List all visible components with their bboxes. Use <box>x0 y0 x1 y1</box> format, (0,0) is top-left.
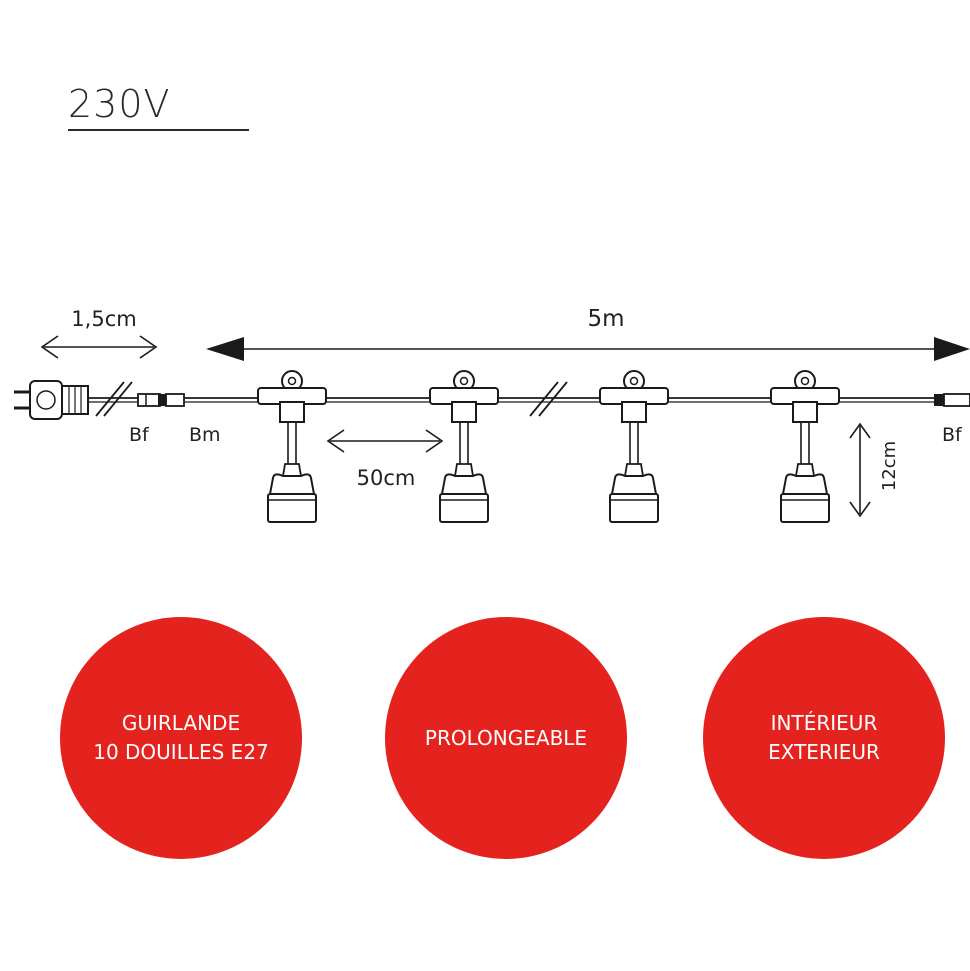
plug-length-arrow <box>40 335 158 359</box>
total-length-arrow <box>206 337 970 361</box>
badge-interieur-line1: INTÉRIEUR <box>770 711 878 735</box>
connector-label-bf-right: Bf <box>942 424 963 446</box>
drop-height-label: 12cm <box>879 441 900 491</box>
voltage-underline <box>68 129 249 131</box>
female-connector-left <box>137 393 166 407</box>
cable-break-middle <box>529 381 568 417</box>
badge-prolongeable: PROLONGEABLE <box>385 617 627 859</box>
socket-3 <box>599 370 669 523</box>
badge-interieur-exterieur: INTÉRIEUR EXTERIEUR <box>703 617 945 859</box>
badge-prolongeable-line1: PROLONGEABLE <box>424 725 588 750</box>
socket-1 <box>257 370 327 523</box>
connector-label-bf-left: Bf <box>129 424 150 446</box>
connector-label-bm: Bm <box>189 424 221 446</box>
cable-break-left <box>95 381 133 417</box>
badge-guirlande-line2: 10 DOUILLES E27 <box>93 740 269 764</box>
string-light-diagram: 1,5cm 5m 50cm 12cm Bf Bm Bf <box>14 306 970 523</box>
spacing-label: 50cm <box>357 466 416 490</box>
drop-height-arrow <box>849 422 871 518</box>
socket-4 <box>770 370 840 523</box>
spacing-arrow <box>326 429 444 453</box>
male-connector <box>165 393 185 407</box>
total-length-label: 5m <box>587 306 624 332</box>
female-connector-right <box>934 393 970 407</box>
voltage-label: 230V <box>68 82 171 126</box>
plug-icon <box>14 380 89 420</box>
badge-interieur-line2: EXTERIEUR <box>768 740 880 764</box>
badge-guirlande: GUIRLANDE 10 DOUILLES E27 <box>60 617 302 859</box>
plug-length-label: 1,5cm <box>71 307 136 331</box>
badge-guirlande-line1: GUIRLANDE <box>121 711 241 735</box>
socket-2 <box>429 370 499 523</box>
